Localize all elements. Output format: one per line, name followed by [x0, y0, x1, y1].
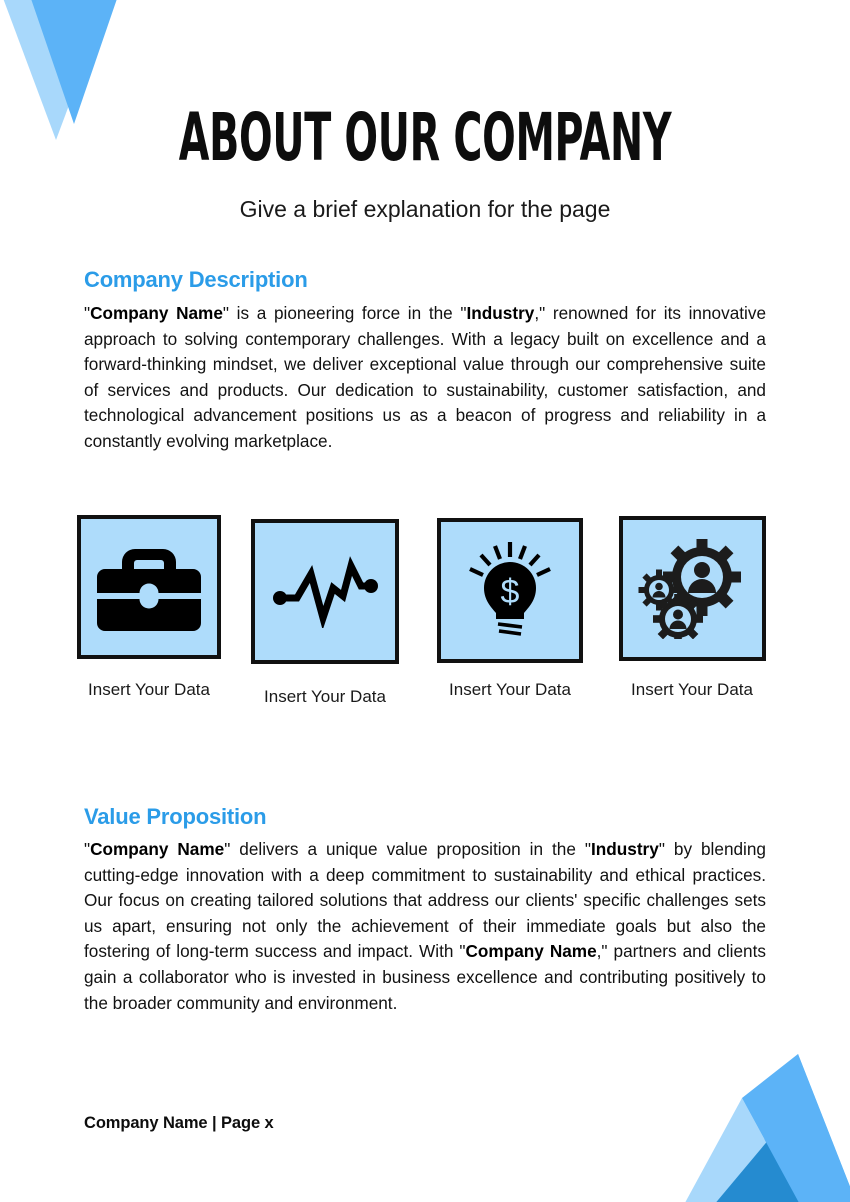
feature-box-3[interactable]: $ Insert Your Data [425, 518, 595, 700]
section-body-value-proposition: "Company Name" delivers a unique value p… [84, 839, 766, 1013]
svg-text:$: $ [501, 573, 520, 611]
feature-box-3-caption: Insert Your Data [449, 680, 571, 699]
page-subtitle: Give a brief explanation for the page [239, 196, 611, 222]
feature-box-1-frame [77, 515, 221, 659]
page-title: ABOUT OUR COMPANY [178, 99, 672, 176]
footer-company-page: Company Name | Page x [84, 1114, 274, 1132]
feature-box-3-frame: $ [437, 518, 583, 663]
feature-box-1-caption: Insert Your Data [88, 680, 210, 699]
feature-box-2[interactable]: Insert Your Data [240, 519, 410, 707]
feature-box-4[interactable]: Insert Your Data [607, 516, 777, 700]
feature-box-4-frame [618, 516, 766, 661]
lightbulb-dollar-icon: $ [469, 541, 551, 636]
feature-box-1[interactable]: Insert Your Data [64, 515, 234, 700]
section-heading-company-description: Company Description [84, 267, 308, 292]
section-heading-value-proposition: Value Proposition [84, 804, 267, 829]
gears-people-icon [638, 538, 741, 639]
feature-box-2-caption: Insert Your Data [264, 687, 386, 706]
feature-box-4-caption: Insert Your Data [631, 680, 753, 699]
pulse-line-icon [273, 555, 378, 628]
section-body-company-description: "Company Name" is a pioneering force in … [84, 303, 767, 451]
bottom-right-triangles-decoration [685, 1054, 850, 1202]
feature-boxes-row: Insert Your Data Insert Your Data [0, 515, 850, 765]
briefcase-icon [97, 549, 201, 631]
feature-box-2-frame [251, 519, 399, 664]
